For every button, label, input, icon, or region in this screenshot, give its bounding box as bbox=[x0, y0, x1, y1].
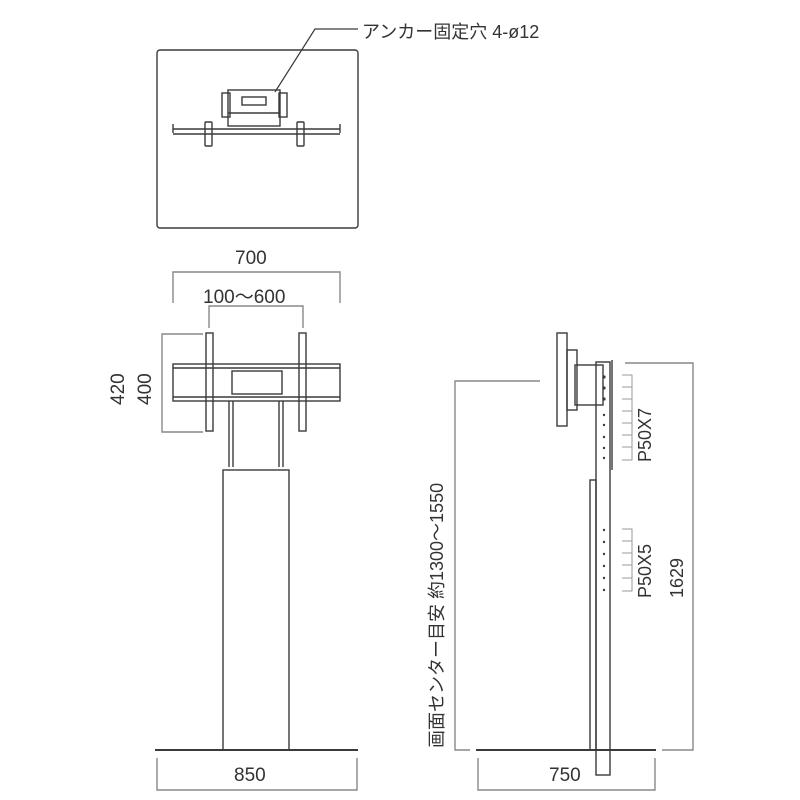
vesa-width-label: 100〜600 bbox=[203, 287, 286, 308]
base-depth-label: 750 bbox=[549, 765, 581, 786]
vesa-height-label: 400 bbox=[135, 373, 156, 405]
top-view-base-plate bbox=[156, 49, 359, 229]
height-overall-label: 420 bbox=[108, 373, 129, 405]
screen-center-label: 画面センター目安 約1300〜1550 bbox=[427, 482, 447, 748]
base-width-label: 850 bbox=[234, 765, 266, 786]
pitch-lower-label: P50X5 bbox=[635, 543, 655, 598]
pitch-upper-label: P50X7 bbox=[635, 407, 655, 462]
width-overall-label: 700 bbox=[235, 248, 267, 269]
total-height-label: 1629 bbox=[667, 557, 687, 598]
anchor-hole-callout: アンカー固定穴 4-ø12 bbox=[362, 22, 540, 42]
